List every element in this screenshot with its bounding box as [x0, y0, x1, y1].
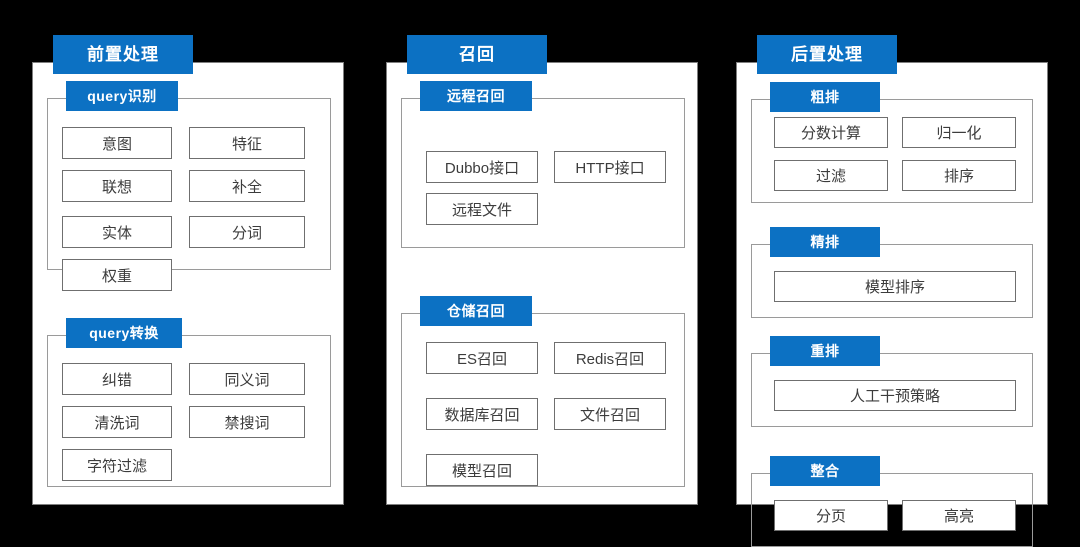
leaf-container-coarse-ranking: 分数计算 归一化 过滤 排序	[752, 100, 1032, 202]
leaf-box[interactable]: 实体	[62, 216, 172, 248]
leaf-box[interactable]: 权重	[62, 259, 172, 291]
leaf-box[interactable]: 同义词	[189, 363, 305, 395]
leaf-box[interactable]: Dubbo接口	[426, 151, 538, 183]
leaf-box[interactable]: 特征	[189, 127, 305, 159]
leaf-box[interactable]: 模型排序	[774, 271, 1016, 302]
group-remote-recall: 远程召回 Dubbo接口 HTTP接口 远程文件	[401, 81, 685, 248]
leaf-box[interactable]: 分数计算	[774, 117, 888, 148]
leaf-box[interactable]: 远程文件	[426, 193, 538, 225]
group-storage-recall: 仓储召回 ES召回 Redis召回 数据库召回 文件召回 模型召回	[401, 296, 685, 487]
leaf-box[interactable]: 模型召回	[426, 454, 538, 486]
leaf-container-query-recognition: 意图 特征 联想 补全 实体 分词 权重	[48, 99, 330, 291]
group-query-recognition: query识别 意图 特征 联想 补全 实体 分词 权重	[47, 81, 331, 291]
leaf-box[interactable]: 过滤	[774, 160, 888, 191]
leaf-box[interactable]: 分词	[189, 216, 305, 248]
leaf-box[interactable]: 意图	[62, 127, 172, 159]
group-title-remote-recall: 远程召回	[420, 81, 532, 111]
panel-title-post-processing: 后置处理	[757, 35, 897, 74]
leaf-box[interactable]: 分页	[774, 500, 888, 531]
leaf-box[interactable]: 字符过滤	[62, 449, 172, 481]
group-fine-ranking: 精排 模型排序	[751, 227, 1033, 318]
group-title-fine-ranking: 精排	[770, 227, 880, 257]
leaf-box[interactable]: 数据库召回	[426, 398, 538, 430]
group-title-re-ranking: 重排	[770, 336, 880, 366]
leaf-box[interactable]: 纠错	[62, 363, 172, 395]
panel-title-recall: 召回	[407, 35, 547, 74]
leaf-container-remote-recall: Dubbo接口 HTTP接口 远程文件	[402, 99, 684, 247]
leaf-container-query-transform: 纠错 同义词 清洗词 禁搜词 字符过滤	[48, 336, 330, 486]
group-title-query-recognition: query识别	[66, 81, 178, 111]
group-coarse-ranking: 粗排 分数计算 归一化 过滤 排序	[751, 82, 1033, 203]
group-re-ranking: 重排 人工干预策略	[751, 336, 1033, 427]
leaf-box[interactable]: 归一化	[902, 117, 1016, 148]
leaf-container-integration: 分页 高亮	[752, 474, 1032, 546]
panel-title-pre-processing: 前置处理	[53, 35, 193, 74]
leaf-box[interactable]: 文件召回	[554, 398, 666, 430]
group-title-query-transform: query转换	[66, 318, 182, 348]
leaf-box[interactable]: 清洗词	[62, 406, 172, 438]
panel-pre-processing: 前置处理 query识别 意图 特征 联想 补全 实体 分词 权重 query转…	[32, 35, 344, 505]
leaf-container-fine-ranking: 模型排序	[752, 245, 1032, 317]
leaf-box[interactable]: 高亮	[902, 500, 1016, 531]
leaf-box[interactable]: 人工干预策略	[774, 380, 1016, 411]
group-title-coarse-ranking: 粗排	[770, 82, 880, 112]
leaf-box[interactable]: 补全	[189, 170, 305, 202]
leaf-container-storage-recall: ES召回 Redis召回 数据库召回 文件召回 模型召回	[402, 314, 684, 486]
panel-recall: 召回 远程召回 Dubbo接口 HTTP接口 远程文件 仓储召回 ES召回 Re…	[386, 35, 698, 505]
group-query-transform: query转换 纠错 同义词 清洗词 禁搜词 字符过滤	[47, 318, 331, 487]
panel-post-processing: 后置处理 粗排 分数计算 归一化 过滤 排序 精排 模型排序 重排 人工干预策略	[736, 35, 1048, 547]
leaf-box[interactable]: 排序	[902, 160, 1016, 191]
leaf-container-re-ranking: 人工干预策略	[752, 354, 1032, 426]
group-title-storage-recall: 仓储召回	[420, 296, 532, 326]
leaf-box[interactable]: Redis召回	[554, 342, 666, 374]
group-integration: 整合 分页 高亮	[751, 456, 1033, 547]
leaf-box[interactable]: 禁搜词	[189, 406, 305, 438]
group-title-integration: 整合	[770, 456, 880, 486]
leaf-box[interactable]: HTTP接口	[554, 151, 666, 183]
leaf-box[interactable]: 联想	[62, 170, 172, 202]
leaf-box[interactable]: ES召回	[426, 342, 538, 374]
